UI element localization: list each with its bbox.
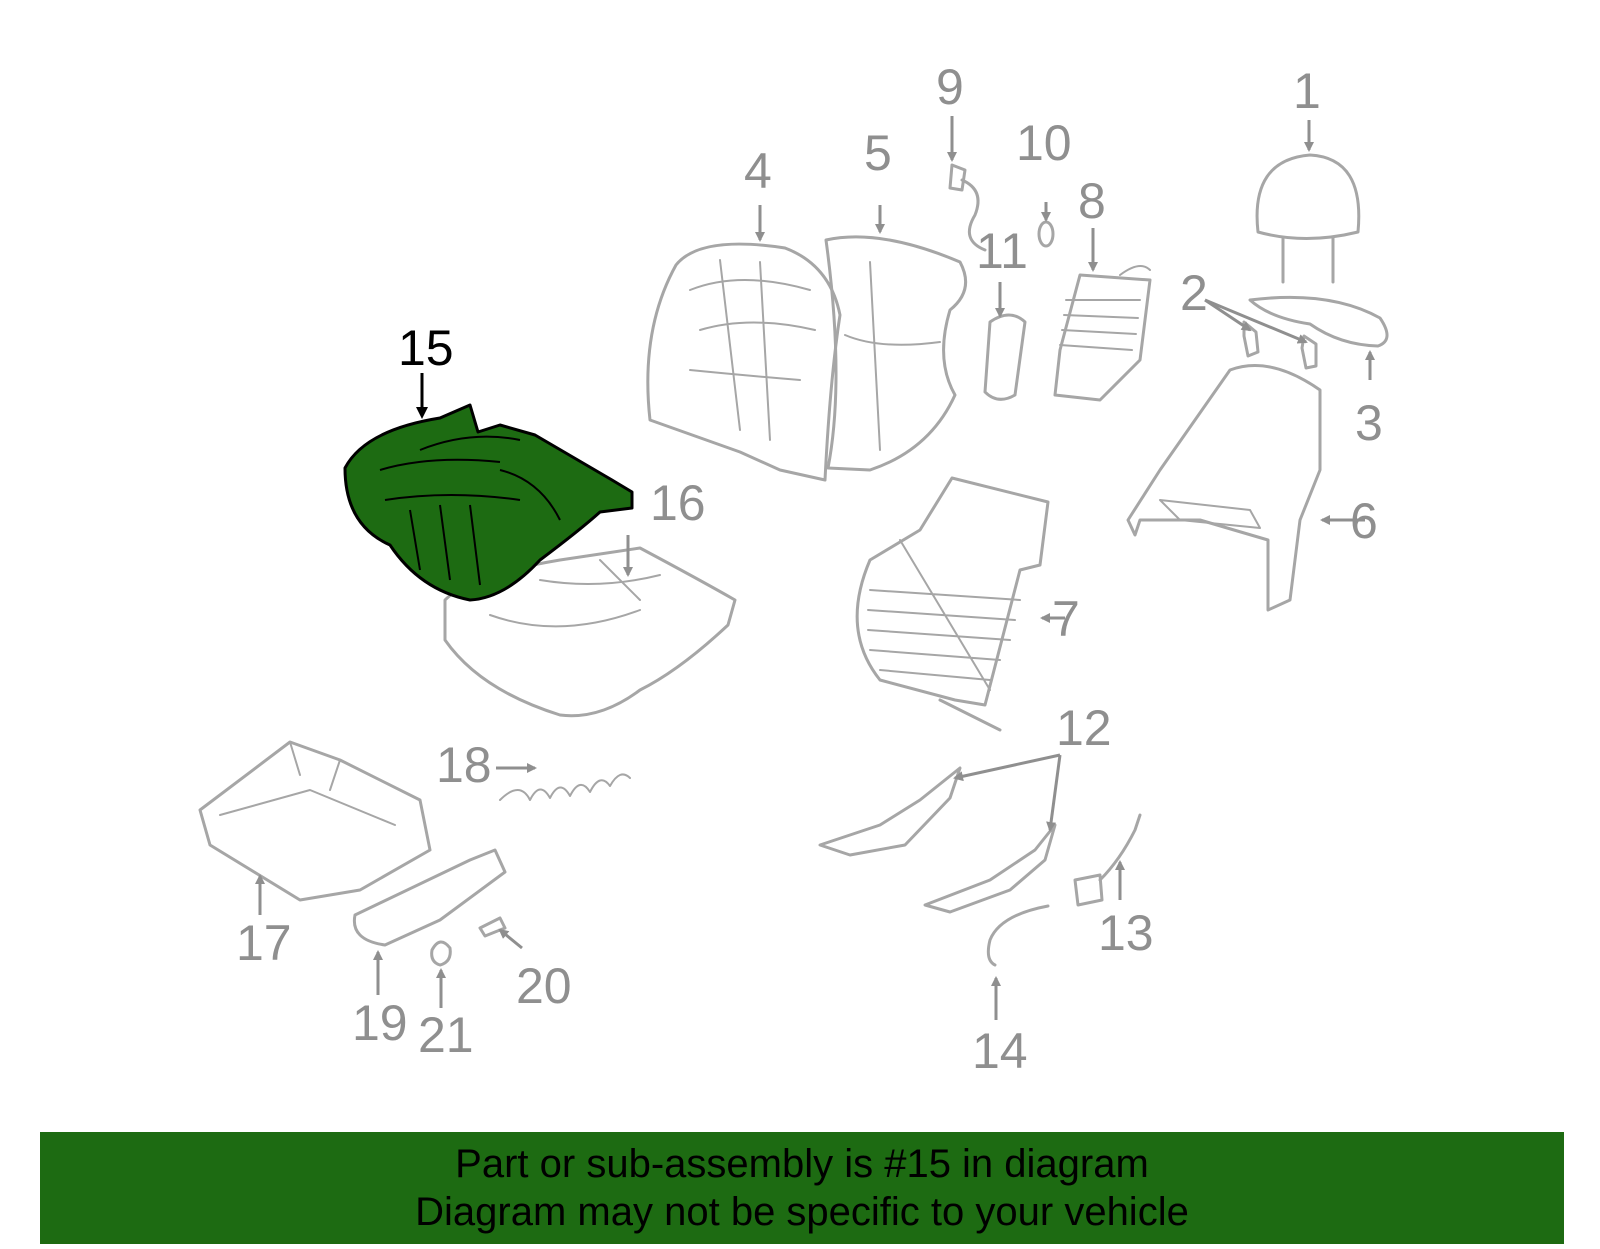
callout-2: 2 bbox=[1180, 265, 1208, 321]
part-17-track-frame bbox=[198, 740, 432, 902]
part-6-seatback-frame bbox=[1126, 364, 1322, 612]
part-18-spring bbox=[499, 773, 631, 801]
callout-20: 20 bbox=[516, 958, 572, 1014]
callout-arrows bbox=[255, 116, 1375, 1020]
callout-labels: 1 2 3 4 5 6 7 8 9 10 11 12 13 14 15 16 1… bbox=[236, 59, 1383, 1079]
callout-17: 17 bbox=[236, 915, 292, 971]
callout-12: 12 bbox=[1056, 700, 1112, 756]
callout-8: 8 bbox=[1078, 173, 1106, 229]
callout-3: 3 bbox=[1355, 395, 1383, 451]
caption-line-1: Part or sub-assembly is #15 in diagram bbox=[455, 1142, 1149, 1186]
part-11-cover bbox=[983, 313, 1027, 401]
callout-11: 11 bbox=[976, 223, 1028, 279]
callout-16: 16 bbox=[650, 475, 706, 531]
part-2-3-guides bbox=[1242, 295, 1389, 370]
part-10-clip bbox=[1037, 220, 1055, 248]
callout-18: 18 bbox=[436, 737, 492, 793]
part-8-lumbar bbox=[1053, 265, 1152, 402]
callout-21: 21 bbox=[418, 1007, 474, 1063]
part-15-cushion-cover bbox=[343, 403, 634, 602]
callout-5: 5 bbox=[864, 125, 892, 181]
part-4-seatback-cover bbox=[646, 242, 842, 482]
part-16-cushion-pad bbox=[443, 546, 737, 718]
callout-14: 14 bbox=[972, 1023, 1028, 1079]
part-21-knob bbox=[430, 940, 452, 967]
callout-10: 10 bbox=[1016, 115, 1072, 171]
part-1-headrest bbox=[1255, 153, 1361, 284]
part-19-side-shield bbox=[352, 848, 507, 947]
part-14-cable bbox=[986, 904, 1050, 967]
callout-9: 9 bbox=[936, 59, 964, 115]
seat-parts-diagram: 1 2 3 4 5 6 7 8 9 10 11 12 13 14 15 16 1… bbox=[198, 59, 1389, 1079]
part-7-spring-frame bbox=[855, 476, 1050, 732]
caption-banner: Part or sub-assembly is #15 in diagram D… bbox=[40, 1132, 1564, 1244]
callout-15: 15 bbox=[398, 320, 454, 376]
part-20-screw bbox=[478, 916, 507, 938]
callout-13: 13 bbox=[1098, 905, 1154, 961]
caption-line-2: Diagram may not be specific to your vehi… bbox=[415, 1190, 1189, 1234]
callout-4: 4 bbox=[744, 143, 772, 199]
part-12-recliner bbox=[818, 766, 1057, 914]
callout-6: 6 bbox=[1350, 493, 1378, 549]
part-9-harness bbox=[948, 163, 987, 252]
part-13-harness bbox=[1073, 813, 1142, 907]
part-5-seatback-pad bbox=[824, 235, 968, 472]
callout-7: 7 bbox=[1052, 591, 1080, 647]
callout-1: 1 bbox=[1293, 63, 1321, 119]
callout-19: 19 bbox=[352, 995, 408, 1051]
